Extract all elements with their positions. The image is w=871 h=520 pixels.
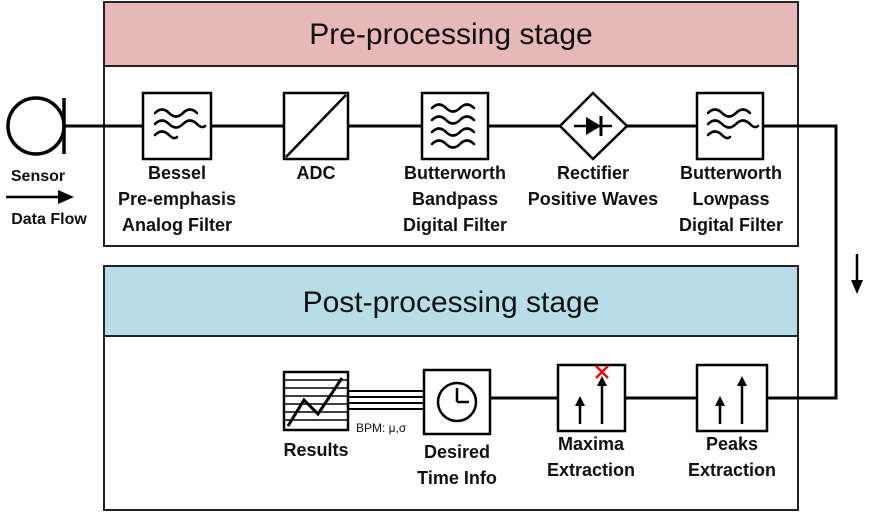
rectifier-label-line2: Positive Waves bbox=[528, 189, 658, 209]
pre-processing-header bbox=[103, 1, 799, 67]
time-info-block: Desired Time Info bbox=[417, 368, 497, 488]
post-processing-header bbox=[103, 265, 799, 337]
maxima-block: Maxima Extraction bbox=[547, 363, 635, 480]
pre-processing-title: Pre-processing stage bbox=[309, 18, 592, 51]
bessel-label-line3: Analog Filter bbox=[122, 215, 232, 235]
maxima-label-line1: Maxima bbox=[558, 434, 625, 454]
red-cross-marker-icon bbox=[595, 365, 609, 379]
lowpass-label-line3: Digital Filter bbox=[679, 215, 783, 235]
adc-block: ADC bbox=[282, 91, 350, 183]
bandpass-filter-block: Butterworth Bandpass Digital Filter bbox=[403, 91, 507, 235]
bessel-label-line1: Bessel bbox=[148, 163, 206, 183]
post-processing-title: Post-processing stage bbox=[303, 286, 600, 319]
lowpass-label-line1: Butterworth bbox=[680, 163, 782, 183]
maxima-arrows-icon bbox=[575, 365, 609, 424]
bus-label: BPM: μ,σ bbox=[356, 421, 407, 435]
maxima-label-line2: Extraction bbox=[547, 460, 635, 480]
rectifier-block: Rectifier Positive Waves bbox=[528, 91, 658, 209]
adc-label: ADC bbox=[297, 163, 336, 183]
down-arrow-icon bbox=[851, 254, 863, 294]
bessel-filter-block: Bessel Pre-emphasis Analog Filter bbox=[118, 91, 236, 235]
lowpass-filter-icon bbox=[706, 108, 760, 140]
sensor-label: Sensor bbox=[11, 168, 65, 185]
results-label: Results bbox=[283, 440, 348, 460]
lowpass-label-line2: Lowpass bbox=[692, 189, 769, 209]
peaks-label-line1: Peaks bbox=[706, 434, 758, 454]
peaks-arrows-icon bbox=[715, 376, 747, 424]
bessel-label-line2: Pre-emphasis bbox=[118, 189, 236, 209]
bandpass-label-line3: Digital Filter bbox=[403, 215, 507, 235]
data-flow-label: Data Flow bbox=[11, 211, 87, 228]
time-info-label-line1: Desired bbox=[424, 442, 490, 462]
bandpass-label-line1: Butterworth bbox=[404, 163, 506, 183]
lowpass-filter-block: Butterworth Lowpass Digital Filter bbox=[679, 91, 783, 235]
adc-icon bbox=[285, 94, 347, 158]
clock-icon bbox=[436, 381, 478, 423]
data-flow-arrow-icon bbox=[6, 190, 74, 204]
results-block: Results bbox=[282, 370, 350, 460]
lowpass-filter-icon bbox=[153, 108, 207, 140]
peaks-block: Peaks Extraction bbox=[688, 363, 776, 480]
bus-time-to-results bbox=[348, 390, 424, 410]
rectifier-label-line1: Rectifier bbox=[557, 163, 629, 183]
wire-lowpass-to-peaks bbox=[763, 124, 838, 400]
peaks-label-line2: Extraction bbox=[688, 460, 776, 480]
time-info-label-line2: Time Info bbox=[417, 468, 497, 488]
results-chart-icon bbox=[284, 377, 348, 427]
rectifier-diode-icon bbox=[574, 116, 612, 136]
sensor-icon bbox=[6, 96, 66, 156]
bandpass-filter-icon bbox=[430, 103, 476, 149]
bandpass-label-line2: Bandpass bbox=[412, 189, 498, 209]
